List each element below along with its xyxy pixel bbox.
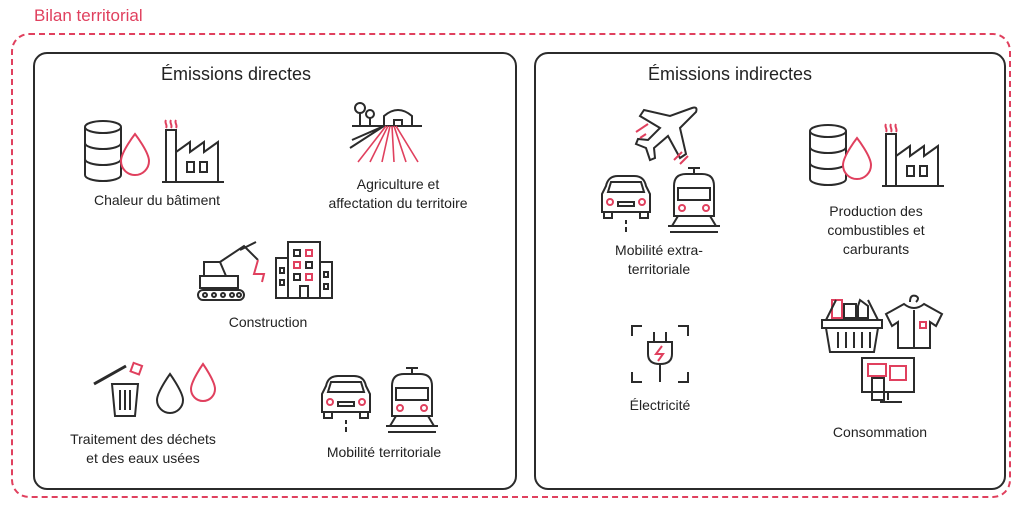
train-icon [384,366,440,434]
direct-emissions-heading: Émissions directes [161,64,312,84]
farm-field-icon [348,100,426,168]
indirect-emissions-panel: Émissions indirectes [534,52,1006,490]
shirt-icon [882,292,946,352]
factory-icon [160,116,226,186]
mobilite-territoriale-label: Mobilité territoriale [326,444,442,460]
agriculture-label: Agriculture et affectation du territoire [328,176,468,211]
direct-emissions-panel: Émissions directes [33,52,517,490]
territorial-boundary-frame [11,33,1011,498]
diagram-title: Bilan territorial [34,6,143,25]
car-icon [314,372,378,434]
drop-icon [840,136,874,180]
drop-icon [189,362,217,402]
mobilite-extra-label: Mobilité extra- territoriale [615,242,703,277]
trash-bin-icon [90,361,154,418]
drop-icon [155,372,185,414]
excavator-icon [194,240,268,306]
shopping-basket-icon [820,294,884,356]
airplane-icon [632,102,704,166]
car-icon [594,172,658,234]
factory-icon [880,120,946,190]
electricite-label: Électricité [629,397,691,413]
indirect-emissions-heading: Émissions indirectes [648,64,813,84]
building-icon [272,238,336,302]
oil-barrel-icon [83,120,123,182]
chaleur-label: Chaleur du bâtiment [93,192,221,208]
train-icon [666,166,722,234]
plug-icon [628,322,692,388]
consommation-label: Consommation [832,424,928,440]
device-icon [858,356,918,406]
construction-label: Construction [228,314,308,330]
drop-icon [118,132,152,176]
dechets-label: Traitement des déchets et des eaux usées [70,431,216,466]
production-label: Production des combustibles et carburant… [827,203,925,257]
